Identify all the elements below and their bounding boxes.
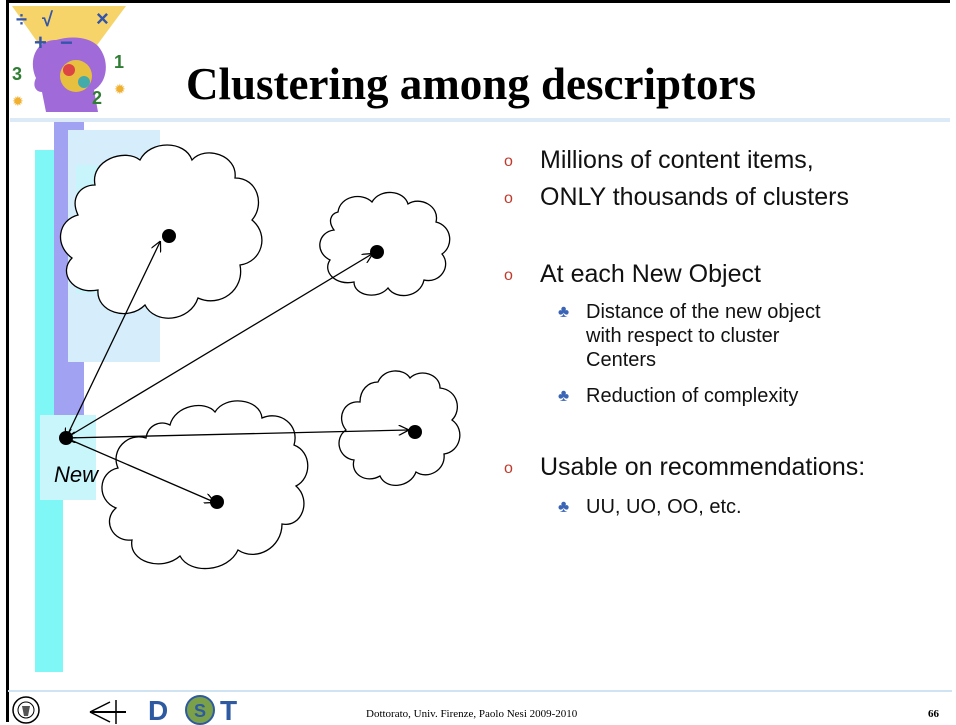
bullet-item: o ONLY thousands of clusters bbox=[500, 182, 950, 213]
cluster-cloud bbox=[101, 400, 309, 570]
club-bullet-icon: ♣ bbox=[558, 497, 570, 516]
footer-text: Dottorato, Univ. Firenze, Paolo Nesi 200… bbox=[366, 708, 578, 720]
math-head-icon: ÷ √ × + − 3 1 2 ✹ ✹ bbox=[12, 6, 126, 112]
bullet-item: o Millions of content items, bbox=[500, 145, 950, 176]
svg-text:D: D bbox=[148, 695, 168, 725]
bullet-text: Usable on recommendations: bbox=[540, 453, 866, 481]
sub-bullet-text: Reduction of complexity bbox=[586, 385, 799, 407]
sub-bullet-text: with respect to cluster bbox=[586, 325, 780, 347]
svg-text:S: S bbox=[194, 701, 206, 721]
slide-frame bbox=[6, 0, 950, 722]
circle-bullet-icon: o bbox=[504, 153, 513, 170]
new-object-label: New bbox=[54, 462, 99, 487]
dsi-logo-icon bbox=[89, 700, 126, 724]
svg-text:T: T bbox=[220, 695, 237, 725]
sub-bullet-item: ♣ Reduction of complexity bbox=[500, 384, 950, 408]
cluster-cloud bbox=[338, 370, 461, 486]
icon-symbol: √ bbox=[42, 9, 54, 31]
bullet-item: o At each New Object bbox=[500, 259, 950, 290]
icon-symbol: ÷ bbox=[16, 9, 27, 31]
cluster-cloud bbox=[319, 191, 451, 297]
footer-divider bbox=[8, 690, 952, 692]
disit-logo-icon: D S T bbox=[148, 695, 237, 725]
cluster-center bbox=[210, 495, 224, 509]
sub-bullet-item: ♣ UU, UO, OO, etc. bbox=[500, 495, 950, 519]
bullet-list: o Millions of content items, o ONLY thou… bbox=[500, 145, 950, 519]
sub-bullet-item: ♣ Distance of the new object with respec… bbox=[500, 300, 950, 372]
icon-symbol: + bbox=[34, 30, 47, 55]
circle-bullet-icon: o bbox=[504, 267, 513, 284]
icon-digit: 1 bbox=[114, 52, 124, 72]
bullet-text: ONLY thousands of clusters bbox=[540, 183, 849, 211]
cluster-cloud bbox=[59, 144, 263, 319]
icon-symbol: − bbox=[60, 30, 73, 55]
icon-symbol: × bbox=[96, 6, 109, 31]
page-number: 66 bbox=[928, 708, 939, 720]
cluster-center bbox=[162, 229, 176, 243]
icon-digit: 3 bbox=[12, 64, 22, 84]
bullet-text: At each New Object bbox=[540, 260, 761, 288]
sub-bullet-text: UU, UO, OO, etc. bbox=[586, 496, 742, 518]
svg-text:✹: ✹ bbox=[114, 82, 126, 98]
circle-bullet-icon: o bbox=[504, 190, 513, 207]
bullet-item: o Usable on recommendations: bbox=[500, 452, 950, 483]
new-object-point bbox=[59, 431, 73, 445]
club-bullet-icon: ♣ bbox=[558, 302, 570, 321]
cluster-center bbox=[408, 425, 422, 439]
university-seal-icon bbox=[12, 696, 40, 724]
sub-bullet-text: Centers bbox=[586, 349, 657, 371]
club-bullet-icon: ♣ bbox=[558, 386, 570, 405]
circle-bullet-icon: o bbox=[504, 460, 513, 477]
bullet-text: Millions of content items, bbox=[540, 146, 814, 174]
title-divider bbox=[10, 118, 950, 122]
slide-title: Clustering among descriptors bbox=[186, 59, 756, 109]
svg-text:✹: ✹ bbox=[12, 94, 24, 110]
icon-digit: 2 bbox=[92, 88, 102, 108]
sub-bullet-text: Distance of the new object bbox=[586, 301, 821, 323]
cluster-center bbox=[370, 245, 384, 259]
